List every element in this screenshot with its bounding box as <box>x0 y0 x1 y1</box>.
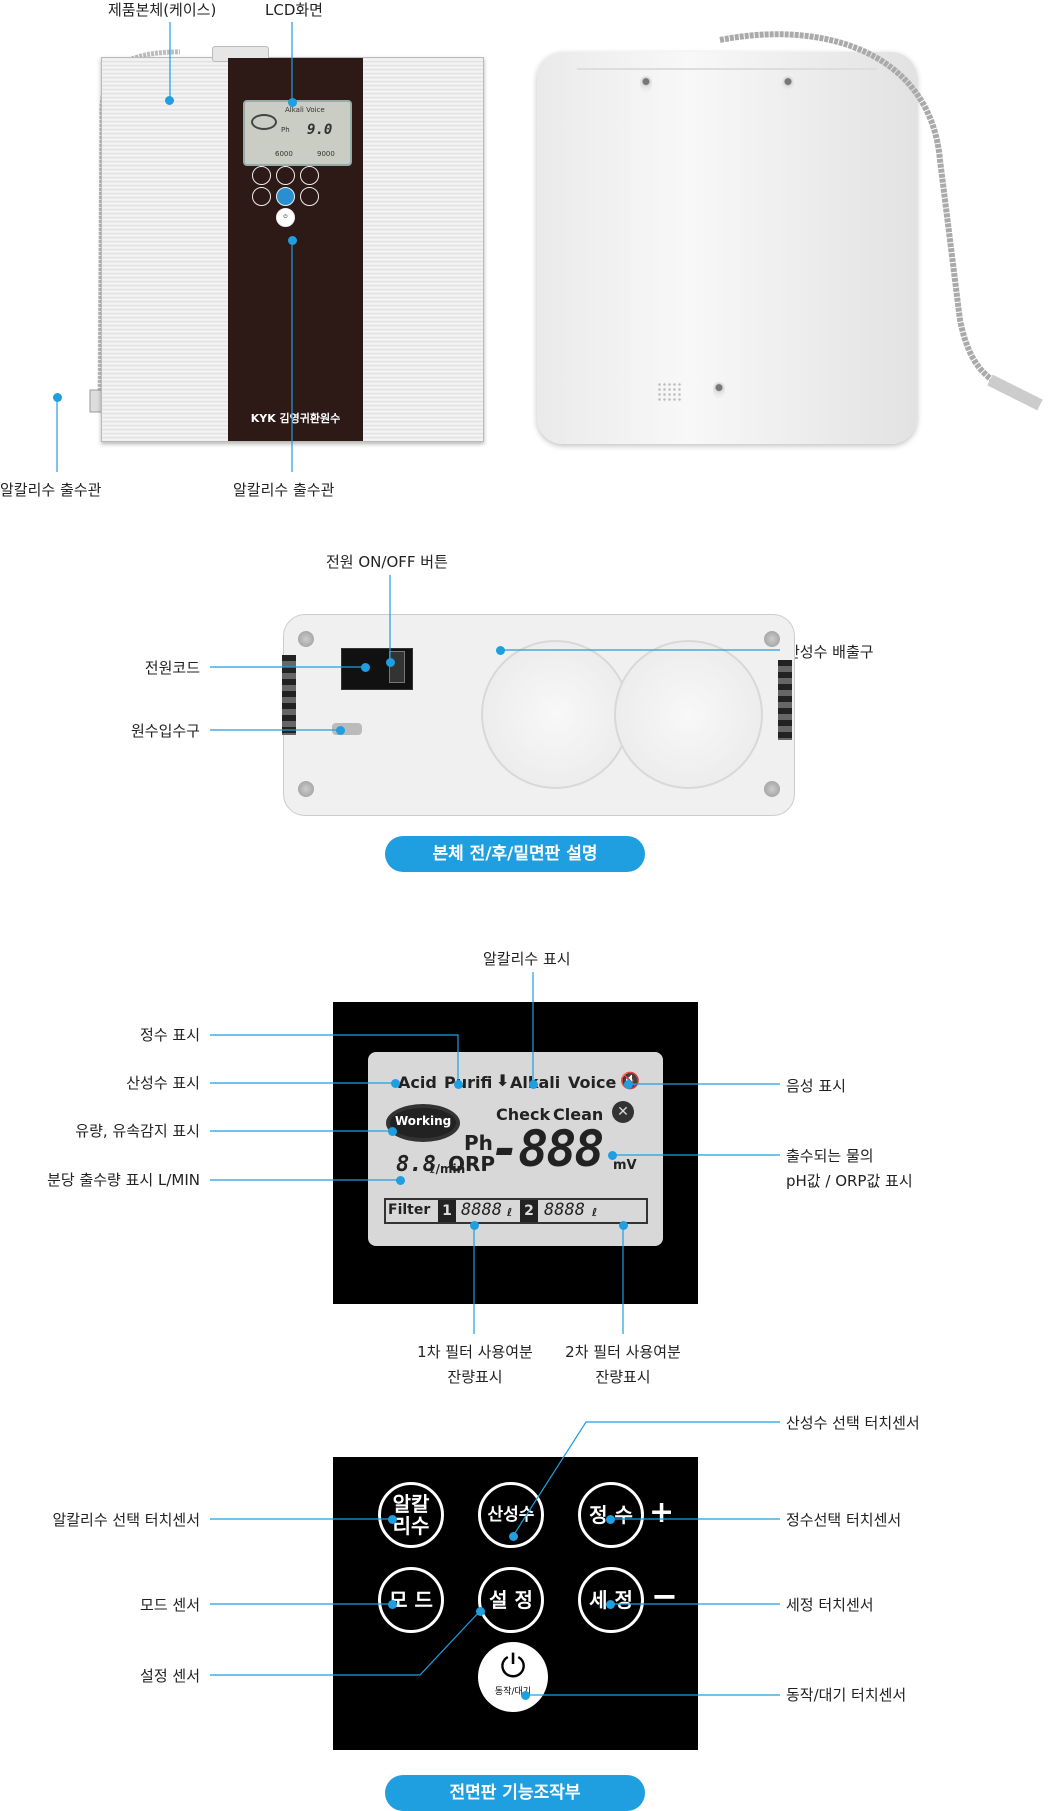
brand-logo: KYK 김영귀환원수 <box>250 412 341 425</box>
lcd-clean-icon: ✕ <box>612 1101 634 1123</box>
lcd-flow-unit: ℓ/min <box>430 1162 466 1176</box>
label-purified-display: 정수 표시 <box>140 1026 200 1044</box>
terminal-left <box>282 655 296 735</box>
lcd-working-badge <box>386 1104 460 1142</box>
label-lcd: LCD화면 <box>265 1 323 19</box>
label-inlet: 원수입수구 <box>130 722 200 740</box>
label-power-button: 전원 ON/OFF 버튼 <box>326 553 448 571</box>
front-control-panel: Alkali Voice Ph 9.0 6000 9000 ⏻ KYK 김영귀환… <box>228 58 363 441</box>
label-wash-sensor: 세정 터치센서 <box>786 1596 874 1614</box>
label-purified-sensor: 정수선택 터치센서 <box>786 1511 902 1529</box>
label-acid-outlet: 산성수 배출구 <box>786 643 874 661</box>
label-setting-sensor: 설정 센서 <box>140 1667 200 1685</box>
label-hose-left: 알칼리수 출수관 <box>0 481 102 499</box>
power-switch[interactable] <box>389 651 405 683</box>
mini-purified-button[interactable] <box>300 166 319 185</box>
bottom-device <box>282 614 795 816</box>
label-filter2-2: 잔량표시 <box>595 1368 651 1386</box>
label-acid-sensor: 산성수 선택 터치센서 <box>786 1414 920 1432</box>
minus-icon: − <box>651 1577 678 1615</box>
label-flow-display: 유량, 유속감지 표시 <box>75 1122 200 1140</box>
mini-lcd-working-icon <box>251 114 277 130</box>
front-device: Alkali Voice Ph 9.0 6000 9000 ⏻ KYK 김영귀환… <box>101 46 484 442</box>
mini-lcd-ph: Ph <box>281 126 290 134</box>
label-acid-display: 산성수 표시 <box>126 1074 200 1092</box>
lcd-arrow-down-icon: ⬇ <box>496 1071 510 1090</box>
label-voice-display: 음성 표시 <box>786 1077 846 1095</box>
label-alkali-sensor: 알칼리수 선택 터치센서 <box>52 1511 200 1529</box>
mini-power-button[interactable]: ⏻ <box>276 208 295 227</box>
label-ph-orp-2: pH값 / ORP값 표시 <box>786 1172 913 1190</box>
section2-title: 전면판 기능조작부 <box>385 1775 645 1811</box>
lcd-orp: ORP <box>448 1152 496 1176</box>
lcd-screen: Acid Purifi ⬇ Alkali Voice 🔇 Check Clean… <box>368 1052 663 1246</box>
lcd-f1-liter: ℓ <box>507 1206 513 1219</box>
speaker-grill-icon <box>657 382 681 402</box>
mini-wash-button[interactable] <box>300 187 319 206</box>
lcd-big-digits: -888 <box>490 1120 604 1178</box>
back-device <box>537 52 917 444</box>
label-filter1-2: 잔량표시 <box>447 1368 503 1386</box>
label-alkali-display: 알칼리수 표시 <box>483 950 571 968</box>
mini-lcd-value: 9.0 <box>307 122 333 138</box>
lcd-ph: Ph <box>464 1131 493 1155</box>
alkali-hose-right <box>719 31 1043 411</box>
section1-title: 본체 전/후/밑면판 설명 <box>385 836 645 872</box>
power-button[interactable]: ⏻ 동작/대기 <box>478 1642 548 1712</box>
mount-hole-icon <box>640 76 652 92</box>
label-power-sensor: 동작/대기 터치센서 <box>786 1686 907 1704</box>
power-label: 동작/대기 <box>494 1687 532 1697</box>
lcd-flow: 8.8 <box>396 1152 436 1177</box>
lcd-panel: Acid Purifi ⬇ Alkali Voice 🔇 Check Clean… <box>333 1002 698 1304</box>
filter-disc-1 <box>481 640 630 789</box>
setting-button[interactable]: 설 정 <box>478 1567 544 1633</box>
power-icon: ⏻ <box>500 1647 526 1685</box>
lcd-f1: 1 <box>438 1200 456 1222</box>
lcd-filter-bar <box>384 1198 648 1224</box>
lcd-f2: 2 <box>520 1200 538 1222</box>
alkali-label-2: 리수 <box>392 1514 430 1538</box>
setting-label: 설 정 <box>489 1588 533 1612</box>
plus-icon: + <box>649 1495 675 1530</box>
label-case: 제품본체(케이스) <box>108 1 217 19</box>
lcd-working: Working <box>395 1114 452 1128</box>
mini-acid-button[interactable] <box>276 166 295 185</box>
mount-hole-icon <box>713 382 725 398</box>
lcd-filter: Filter <box>388 1202 431 1218</box>
mini-alkali-button[interactable] <box>252 166 271 185</box>
label-filter2-1: 2차 필터 사용여분 <box>565 1343 681 1361</box>
alkali-label-1: 알칼 <box>392 1492 430 1516</box>
mode-button[interactable]: 모 드 <box>378 1567 444 1633</box>
lcd-mv: mV <box>613 1158 637 1173</box>
lcd-voice: Voice <box>568 1073 617 1092</box>
terminal-right <box>778 660 792 740</box>
label-ph-orp-1: 출수되는 물의 <box>786 1147 874 1165</box>
mini-setting-button[interactable] <box>276 187 295 206</box>
lcd-clean: Clean <box>553 1105 604 1124</box>
lcd-purifi: Purifi <box>444 1073 493 1092</box>
filter-disc-2 <box>614 640 763 789</box>
mini-mode-button[interactable] <box>252 187 271 206</box>
label-mode-sensor: 모드 센서 <box>140 1596 200 1614</box>
lcd-f1-digits: 8888 <box>461 1200 502 1220</box>
mini-lcd-filter2: 9000 <box>317 150 335 158</box>
mini-lcd: Alkali Voice Ph 9.0 6000 9000 <box>243 100 352 166</box>
lcd-acid: Acid <box>398 1073 437 1092</box>
mount-hole-icon <box>782 76 794 92</box>
mini-lcd-voice: Alkali Voice <box>285 106 325 114</box>
label-power-cord: 전원코드 <box>144 659 200 677</box>
mode-label: 모 드 <box>389 1588 433 1612</box>
lcd-f2-digits: 8888 <box>544 1200 585 1220</box>
label-filter1-1: 1차 필터 사용여분 <box>417 1343 533 1361</box>
acid-label: 산성수 <box>487 1505 535 1525</box>
lcd-f2-liter: ℓ <box>592 1206 598 1219</box>
label-lmin-display: 분당 출수량 표시 L/MIN <box>47 1171 200 1189</box>
lcd-check: Check <box>496 1105 551 1124</box>
mini-lcd-filter1: 6000 <box>275 150 293 158</box>
label-hose-center: 알칼리수 출수관 <box>233 481 335 499</box>
alkali-button[interactable]: 알칼 리수 <box>378 1482 444 1548</box>
